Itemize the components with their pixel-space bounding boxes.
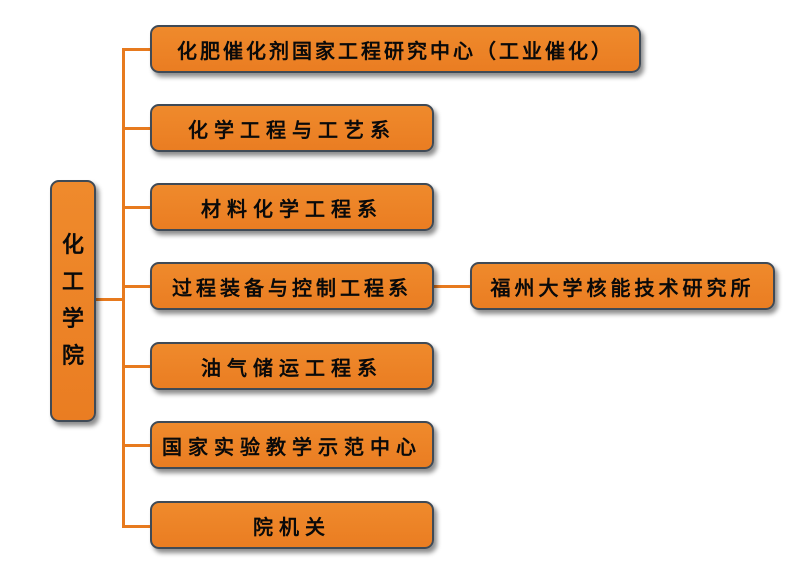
unit-node-7: 院机关 — [150, 501, 434, 549]
connector-unit-2 — [122, 127, 152, 130]
connector-unit-3 — [122, 206, 152, 209]
connector-unit-5 — [122, 365, 152, 368]
unit-label-7: 院机关 — [253, 514, 331, 539]
connector-sub-unit — [434, 285, 470, 288]
sub-unit-node: 福州大学核能技术研究所 — [470, 262, 775, 310]
unit-label-5: 油气储运工程系 — [201, 355, 383, 380]
unit-label-3: 材料化学工程系 — [201, 196, 383, 221]
unit-node-6: 国家实验教学示范中心 — [150, 421, 434, 469]
connector-unit-1 — [122, 48, 152, 51]
unit-node-5: 油气储运工程系 — [150, 342, 434, 390]
connector-unit-4 — [122, 285, 152, 288]
root-char-4: 院 — [61, 344, 84, 369]
unit-label-1: 化肥催化剂国家工程研究中心（工业催化） — [177, 38, 614, 63]
root-char-1: 化 — [61, 233, 84, 258]
connector-root-to-spine — [96, 298, 124, 301]
connector-unit-6 — [122, 444, 152, 447]
connector-unit-7 — [122, 525, 152, 528]
unit-node-3: 材料化学工程系 — [150, 183, 434, 231]
unit-node-2: 化学工程与工艺系 — [150, 104, 434, 152]
connector-spine — [122, 48, 125, 528]
unit-label-4: 过程装备与控制工程系 — [172, 275, 412, 300]
root-node-college: 化 工 学 院 — [50, 180, 96, 422]
root-char-2: 工 — [61, 270, 84, 295]
unit-label-2: 化学工程与工艺系 — [188, 117, 396, 142]
sub-unit-label: 福州大学核能技术研究所 — [490, 275, 755, 300]
unit-node-1: 化肥催化剂国家工程研究中心（工业催化） — [150, 25, 641, 73]
root-char-3: 学 — [61, 307, 84, 332]
unit-label-6: 国家实验教学示范中心 — [162, 434, 422, 459]
unit-node-4: 过程装备与控制工程系 — [150, 262, 434, 310]
